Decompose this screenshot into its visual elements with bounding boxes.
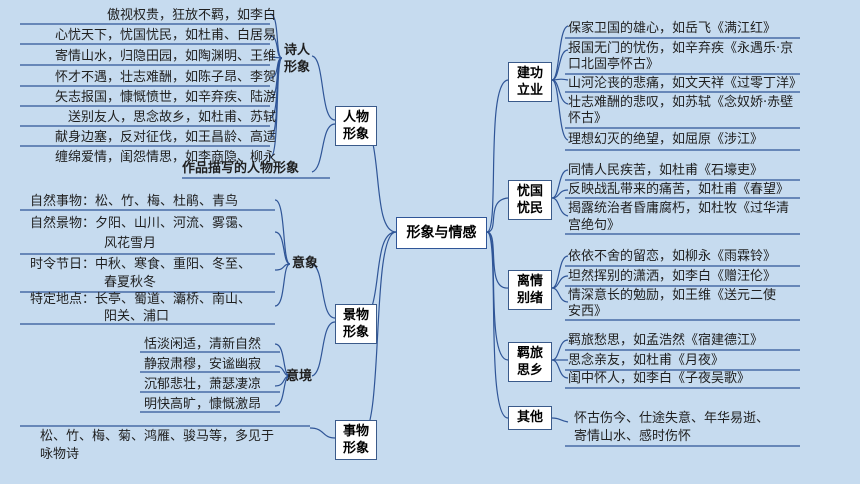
branch-worry-l2: 忧民 — [516, 201, 543, 216]
parting-item: 坦然挥别的潇洒，如李白《赠汪伦》 — [568, 269, 777, 284]
homesick-item: 闺中怀人，如李白《子夜吴歌》 — [568, 371, 751, 386]
merit-item: 保家卫国的雄心，如岳飞《满江红》 — [568, 21, 777, 36]
branch-scene-l2: 形象 — [342, 325, 369, 340]
poet-item: 傲视权贵，狂放不羁，如李白 — [106, 8, 276, 23]
poet-label: 诗人 形象 — [284, 42, 310, 76]
things-text-l1: 松、竹、梅、菊、鸿雁、骏马等，多见于 — [40, 429, 275, 444]
branch-other: 其他 — [508, 406, 552, 430]
work-people-label: 作品描写的人物形象 — [182, 161, 300, 176]
homesick-item: 羁旅愁思，如孟浩然《宿建德江》 — [568, 333, 764, 348]
parting-item: 依依不舍的留恋，如柳永《雨霖铃》 — [568, 249, 777, 264]
other-text-l1: 怀古伤今、仕途失意、年华易逝、 — [574, 411, 770, 426]
branch-parting-l2: 别绪 — [516, 291, 543, 306]
imagery-item: 时令节日：中秋、寒食、重阳、冬至、 — [30, 257, 252, 272]
branch-merit-l1: 建功 — [516, 66, 543, 81]
merit-item: 山河沦丧的悲痛，如文天祥《过零丁洋》 — [568, 76, 803, 91]
poet-item: 心忧天下，忧国忧民，如杜甫、白居易 — [54, 28, 276, 43]
merit-item: 报国无门的忧伤，如辛弃疾《永遇乐·京 — [568, 41, 794, 56]
mood-item: 明快高旷，慷慨激昂 — [144, 397, 262, 412]
parting-item: 安西》 — [568, 304, 608, 319]
poet-item: 寄情山水，归隐田园，如陶渊明、王维 — [54, 49, 276, 64]
imagery-item: 阳关、浦口 — [104, 309, 170, 324]
merit-item: 怀古》 — [568, 111, 608, 126]
merit-item: 壮志难酬的悲叹，如苏轼《念奴娇·赤壁 — [568, 95, 794, 110]
branch-homesick: 羁旅 思乡 — [508, 342, 552, 382]
branch-people-l2: 形象 — [342, 127, 369, 142]
branch-things-l1: 事物 — [342, 424, 369, 439]
branch-parting: 离情 别绪 — [508, 270, 552, 310]
branch-homesick-l2: 思乡 — [516, 363, 543, 378]
poet-item: 献身边塞，反对征伐，如王昌龄、高适 — [54, 130, 276, 145]
worry-item: 同情人民疾苦，如杜甫《石壕吏》 — [568, 163, 764, 178]
imagery-item: 春夏秋冬 — [104, 275, 157, 290]
mood-item: 恬淡闲适，清新自然 — [144, 337, 262, 352]
branch-things: 事物 形象 — [335, 420, 377, 460]
poet-item: 缠绵爱情，闺怨情思，如李商隐、柳永 — [54, 150, 276, 165]
worry-item: 揭露统治者昏庸腐朽，如杜牧《过华清 — [568, 201, 790, 216]
poet-label-l2: 形象 — [284, 60, 311, 75]
merit-item: 理想幻灭的绝望，如屈原《涉江》 — [568, 132, 764, 147]
imagery-item: 特定地点：长亭、蜀道、灞桥、南山、 — [30, 292, 252, 307]
branch-worry: 忧国 忧民 — [508, 180, 552, 220]
worry-item: 反映战乱带来的痛苦，如杜甫《春望》 — [568, 182, 790, 197]
branch-people-l1: 人物 — [342, 110, 369, 125]
merit-item: 口北固亭怀古》 — [568, 57, 660, 72]
poet-item: 怀才不遇，壮志难酬，如陈子昂、李贺 — [54, 70, 276, 85]
poet-label-l1: 诗人 — [284, 43, 311, 58]
center-node: 形象与情感 — [396, 217, 487, 249]
worry-item: 宫绝句》 — [568, 218, 621, 233]
branch-things-l2: 形象 — [342, 441, 369, 456]
mood-item: 静寂肃穆，安谧幽寂 — [144, 357, 262, 372]
poet-item: 矢志报国，慷慨愤世，如辛弃疾、陆游 — [54, 90, 276, 105]
imagery-item: 风花雪月 — [104, 236, 157, 251]
imagery-item: 自然景物：夕阳、山川、河流、雾霭、 — [30, 216, 252, 231]
branch-homesick-l1: 羁旅 — [516, 346, 543, 361]
branch-other-label: 其他 — [516, 410, 543, 425]
mood-label: 意境 — [286, 369, 313, 384]
things-text-l2: 咏物诗 — [40, 447, 80, 462]
imagery-label: 意象 — [292, 256, 319, 271]
branch-scene: 景物 形象 — [335, 304, 377, 344]
branch-merit: 建功 立业 — [508, 62, 552, 102]
branch-scene-l1: 景物 — [342, 308, 369, 323]
parting-item: 情深意长的勉励，如王维《送元二使 — [568, 288, 777, 303]
homesick-item: 思念亲友，如杜甫《月夜》 — [568, 353, 725, 368]
branch-people: 人物 形象 — [335, 106, 377, 146]
poet-item: 送别友人，思念故乡，如杜甫、苏轼 — [67, 110, 276, 125]
branch-parting-l1: 离情 — [516, 274, 543, 289]
imagery-item: 自然事物：松、竹、梅、杜鹃、青鸟 — [30, 194, 239, 209]
branch-worry-l1: 忧国 — [516, 184, 543, 199]
branch-merit-l2: 立业 — [516, 83, 543, 98]
mood-item: 沉郁悲壮，萧瑟凄凉 — [144, 377, 262, 392]
other-text-l2: 寄情山水、感时伤怀 — [574, 429, 692, 444]
